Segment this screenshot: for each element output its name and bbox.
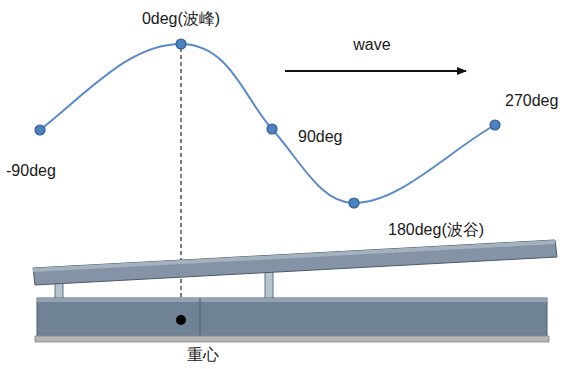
wave-curve bbox=[40, 44, 495, 203]
phase-label: 90deg bbox=[298, 128, 343, 146]
phase-label: -90deg bbox=[6, 162, 56, 180]
phase-point bbox=[267, 124, 277, 134]
wave-direction-arrow bbox=[285, 70, 466, 72]
wave-label: wave bbox=[353, 36, 390, 54]
center-of-gravity-label: 重心 bbox=[187, 346, 219, 364]
phase-point bbox=[176, 39, 186, 49]
trough-label: 180deg(波谷) bbox=[388, 221, 484, 239]
base-divider bbox=[200, 298, 201, 338]
crest-label: 0deg(波峰) bbox=[142, 10, 220, 28]
phase-point bbox=[349, 198, 359, 208]
base-top-face bbox=[37, 298, 547, 302]
phase-point bbox=[490, 120, 500, 130]
center-of-gravity-dot bbox=[176, 315, 186, 325]
tilted-panel bbox=[33, 240, 557, 285]
panel-top-face bbox=[33, 240, 555, 272]
phase-point bbox=[35, 125, 45, 135]
phase-label: 270deg bbox=[505, 92, 558, 110]
base-bottom-plate bbox=[35, 336, 549, 342]
floating-base bbox=[37, 298, 547, 338]
